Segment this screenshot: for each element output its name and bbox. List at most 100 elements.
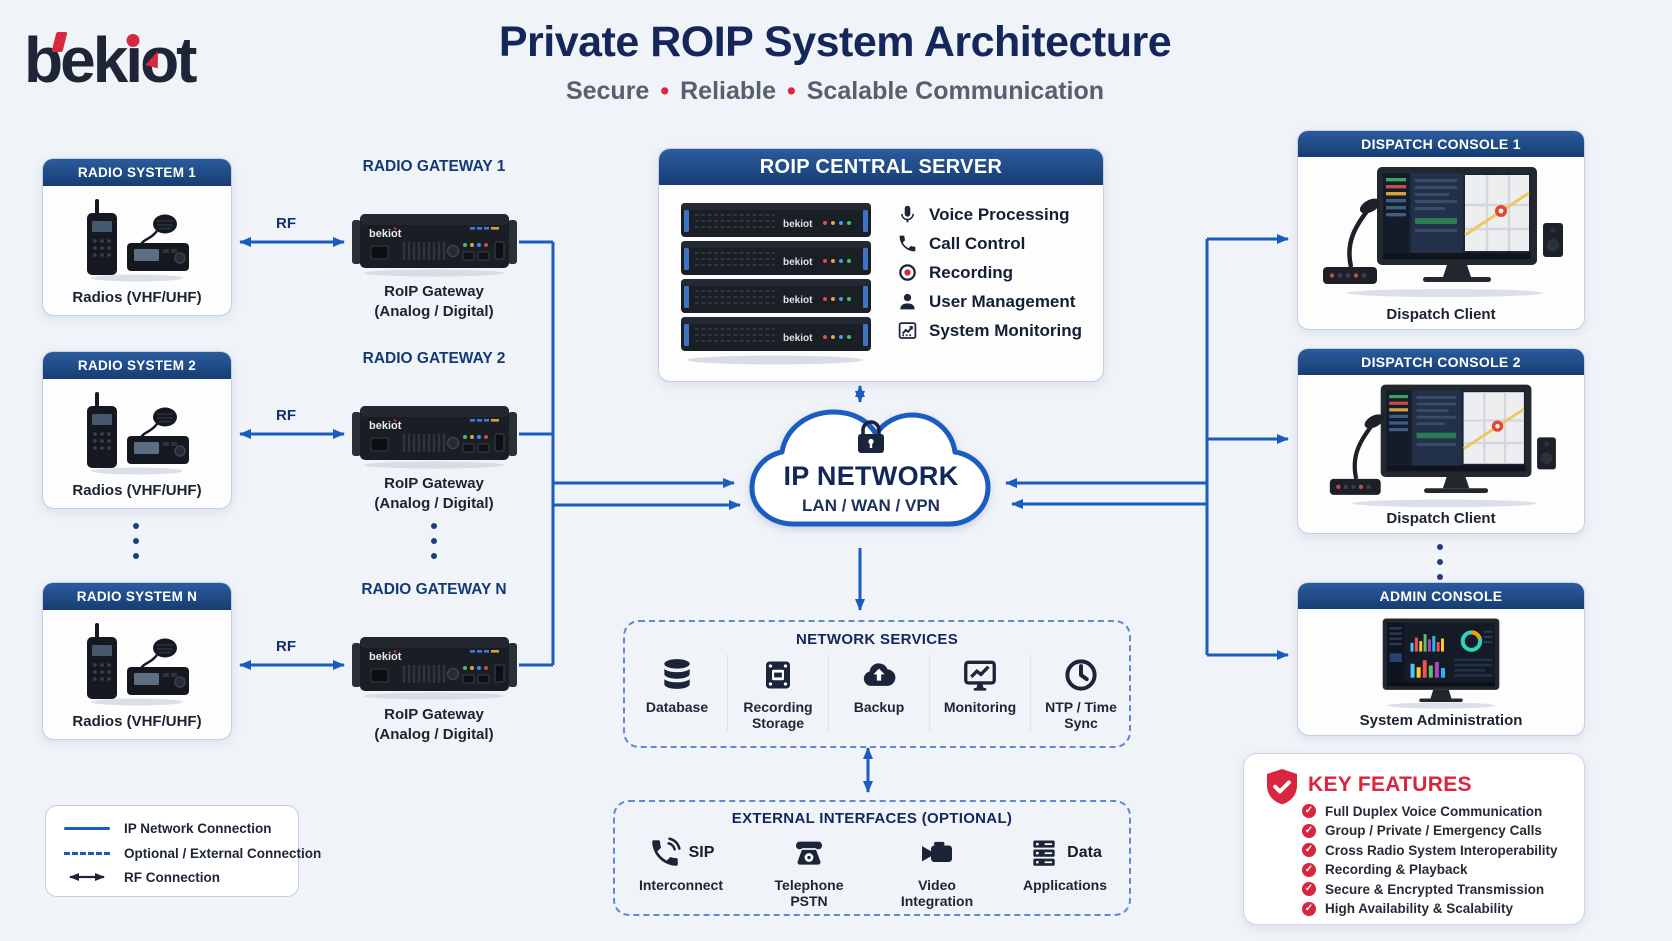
svg-text:bekiot: bekiot [369,228,402,240]
external-item-label: Video Integration [900,877,974,909]
key-feature-label: Secure & Encrypted Transmission [1325,881,1545,897]
user-icon [900,293,915,310]
external-item: Video Integration [873,832,1001,909]
check-circle-icon: ✓ [1302,823,1316,838]
gateway-device-image: bekiot [352,214,517,277]
dispatch-console-2-header: DISPATCH CONSOLE 2 [1298,349,1584,375]
key-feature-item: ✓Cross Radio System Interoperability [1302,843,1558,858]
dispatch-console-1-card: DISPATCH CONSOLE 1 Dispatch Client [1297,130,1585,330]
external-interfaces-items: SIP Interconnect Telephone PSTN Video In… [617,832,1129,909]
server-feature-label: System Monitoring [929,320,1083,340]
recording-storage-icon [766,661,790,689]
check-circle-icon: ✓ [1302,901,1316,916]
solid-line-icon [64,826,110,830]
svg-text:bekiot: bekiot [369,420,402,432]
subtitle-part: Reliable [680,77,776,105]
server-feature: Voice Processing [897,205,1082,224]
external-interfaces-title: EXTERNAL INTERFACES (OPTIONAL) [731,810,1013,827]
ip-network-subtitle: LAN / WAN / VPN [802,496,940,515]
external-item-side-label: Data [1067,844,1102,861]
service-label: Recording Storage [743,699,813,731]
gateway-caption-line2: (Analog / Digital) [374,495,494,512]
external-item: SIP Interconnect [617,832,745,909]
console-caption: Dispatch Client [1386,510,1496,527]
svg-text:bekiot: bekiot [783,219,813,230]
service-item: Backup [828,654,929,731]
service-item: Monitoring [929,654,1030,731]
radios-image [87,199,189,282]
server-feature-label: User Management [929,291,1076,311]
radio-system-2-card: RADIO SYSTEM 2 Radios (VHF/UHF) [42,351,232,509]
rf-connection-label: RF [276,215,296,232]
gateway-caption-line2: (Analog / Digital) [374,726,494,743]
page-title: Private ROIP System Architecture [498,18,1172,66]
key-features-title: KEY FEATURES [1308,773,1472,796]
dispatch-workstation-image [1323,167,1563,297]
rf-connection-label: RF [276,638,296,655]
gateway-caption-line2: (Analog / Digital) [374,303,494,320]
admin-dashboard-monitor-image [1382,618,1500,709]
gateway-caption-line1: RoIP Gateway [384,283,484,300]
service-label: NTP / Time Sync [1045,699,1117,731]
legend-card: IP Network Connection Optional / Externa… [45,805,321,897]
radio-system-caption: Radios (VHF/UHF) [72,713,202,730]
telephone-icon [795,841,823,865]
key-features-card: KEY FEATURES ✓Full Duplex Voice Communic… [1243,753,1585,925]
legend-label: RF Connection [124,869,220,885]
phone-icon [899,235,916,252]
central-server-header: ROIP CENTRAL SERVER [659,149,1103,185]
server-feature: System Monitoring [897,321,1082,340]
external-item-label: Telephone PSTN [774,877,844,909]
radios-image [87,392,189,475]
gateway-caption: RoIP Gateway (Analog / Digital) [334,282,534,322]
brand-logo-text-1: bek [24,24,128,96]
external-item: Telephone PSTN [745,832,873,909]
key-feature-item: ✓Full Duplex Voice Communication [1302,804,1558,819]
check-circle-icon: ✓ [1302,862,1316,877]
legend-label: Optional / External Connection [124,845,322,861]
subtitle-dot: • [786,77,796,105]
server-feature: User Management [897,292,1082,311]
lock-icon [858,420,884,453]
subtitle-part: Secure [565,77,650,105]
network-services-group: NETWORK SERVICES Database Recording Stor… [623,620,1131,748]
console-caption: System Administration [1359,712,1523,729]
line-chart-icon [898,322,917,339]
dispatch-console-1-header: DISPATCH CONSOLE 1 [1298,131,1584,157]
gateway-n-title: RADIO GATEWAY N [361,581,507,598]
admin-console-card: ADMIN CONSOLE System Administration [1297,582,1585,736]
external-interfaces-group: EXTERNAL INTERFACES (OPTIONAL) SIP Inter… [613,800,1131,916]
console-caption: Dispatch Client [1386,306,1496,323]
service-item: NTP / Time Sync [1030,654,1131,731]
external-item: Data Applications [1001,832,1129,909]
key-feature-item: ✓ Recording & Playback [1302,862,1558,877]
gateway-caption: RoIP Gateway (Analog / Digital) [334,705,534,745]
subtitle-dot: • [660,77,670,105]
ip-network-title: IP NETWORK [783,461,959,491]
gateway-caption-line1: RoIP Gateway [384,475,484,492]
legend-item: IP Network Connection [64,820,272,836]
svg-text:bekiot: bekiot [783,295,813,306]
radio-system-caption: Radios (VHF/UHF) [72,482,202,499]
more-consoles-ellipsis [1436,544,1444,580]
key-feature-label: Recording & Playback [1325,862,1468,877]
service-item: Database [627,654,727,731]
brand-logo-text-3: ot [140,24,197,96]
server-feature-label: Voice Processing [929,204,1070,224]
svg-text:bekiot: bekiot [783,333,813,344]
radio-system-1-card: RADIO SYSTEM 1 Radios (VHF/UHF) [42,158,232,316]
record-icon [899,264,916,281]
radios-image [87,623,189,706]
gateway-2-title: RADIO GATEWAY 2 [362,350,506,367]
gateway-device-image: bekiot [352,637,517,700]
server-feature-label: Recording [929,262,1014,282]
check-circle-icon: ✓ [1302,843,1316,857]
external-item-label: Interconnect [638,877,723,893]
external-item-side-label: SIP [688,844,715,861]
cloud-backup-icon [863,663,896,686]
legend-item: RF Connection [64,869,220,885]
server-feature: Call Control [897,234,1082,253]
double-arrow-icon [64,871,110,883]
